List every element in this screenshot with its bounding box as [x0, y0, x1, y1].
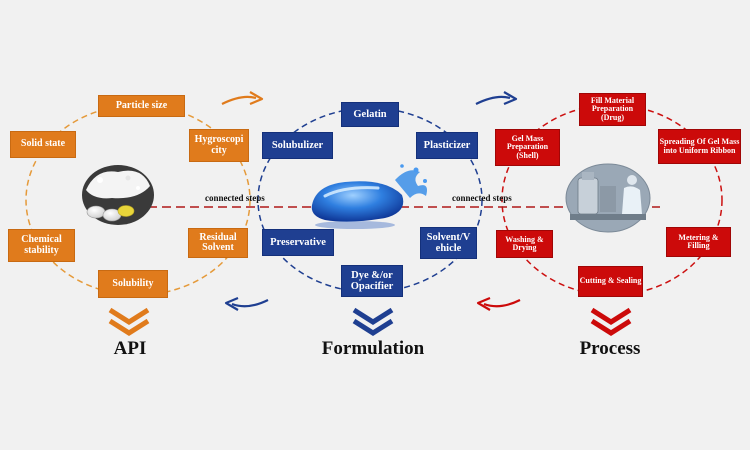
- connector-label-right: connected steps: [452, 193, 512, 203]
- process-metering-filling-label: Metering & Filling: [678, 232, 719, 250]
- process-chevron-down-icon: [590, 307, 632, 336]
- api-particle-size-label: Particle size: [115, 99, 168, 111]
- process-washing-drying-box: Washing & Drying: [496, 230, 553, 258]
- formulation-solvent-vehicle-box: Solvent/V ehicle: [420, 227, 477, 259]
- api-particle-size-box: Particle size: [98, 95, 185, 117]
- pharmaceutical-manufacturing-lab-image: [565, 163, 651, 233]
- api-solid-state-label: Solid state: [20, 138, 66, 150]
- api-residual-solvent-label: Residual Solvent: [199, 231, 237, 253]
- arrow-formulation-to-api-icon: [224, 296, 269, 311]
- process-gel-mass-label: Gel Mass Preparation (Shell): [506, 133, 549, 160]
- api-hygroscopicity-box: Hygroscopi city: [189, 129, 249, 162]
- formulation-title: Formulation: [321, 338, 425, 359]
- formulation-solubulizer-box: Solubulizer: [262, 132, 333, 159]
- formulation-gelatin-label: Gelatin: [353, 108, 387, 120]
- api-solubility-box: Solubility: [98, 270, 168, 298]
- formulation-dye-opacifier-box: Dye &/or Opacifier: [341, 265, 403, 297]
- process-washing-drying-label: Washing & Drying: [505, 234, 544, 252]
- formulation-dye-opacifier-label: Dye &/or Opacifier: [350, 269, 394, 292]
- white-powder-and-tablets-image: [82, 165, 154, 225]
- process-cutting-sealing-label: Cutting & Sealing: [579, 276, 642, 286]
- process-gel-mass-box: Gel Mass Preparation (Shell): [495, 129, 560, 166]
- connector-label-left: connected steps: [205, 193, 265, 203]
- process-fill-material-box: Fill Material Preparation (Drug): [579, 93, 646, 126]
- api-solubility-label: Solubility: [112, 277, 154, 289]
- arrow-api-to-formulation-icon: [221, 91, 264, 106]
- process-fill-material-label: Fill Material Preparation (Drug): [590, 95, 635, 122]
- formulation-chevron-down-icon: [352, 307, 394, 336]
- formulation-plasticizer-label: Plasticizer: [423, 139, 471, 151]
- formulation-plasticizer-box: Plasticizer: [416, 132, 478, 159]
- arrow-process-to-formulation-icon: [476, 296, 521, 311]
- formulation-preservative-box: Preservative: [262, 229, 334, 256]
- api-residual-solvent-box: Residual Solvent: [188, 228, 248, 258]
- api-title: API: [113, 338, 147, 359]
- process-spreading-label: Spreading Of Gel Mass into Uniform Ribbo…: [659, 137, 740, 155]
- process-cutting-sealing-box: Cutting & Sealing: [578, 266, 643, 297]
- api-chemical-stability-label: Chemical stability: [21, 234, 62, 256]
- api-chevron-down-icon: [108, 307, 150, 336]
- process-metering-filling-box: Metering & Filling: [666, 227, 731, 257]
- api-hygroscopicity-label: Hygroscopi city: [194, 134, 244, 156]
- formulation-solubulizer-label: Solubulizer: [271, 139, 324, 151]
- blue-softgel-capsule-image: [311, 164, 427, 229]
- process-spreading-box: Spreading Of Gel Mass into Uniform Ribbo…: [658, 129, 741, 164]
- arrow-formulation-to-process-icon: [475, 91, 518, 106]
- api-solid-state-box: Solid state: [10, 131, 76, 158]
- formulation-preservative-label: Preservative: [270, 236, 326, 248]
- formulation-solvent-vehicle-label: Solvent/V ehicle: [426, 231, 471, 254]
- api-chemical-stability-box: Chemical stability: [8, 229, 75, 262]
- formulation-gelatin-box: Gelatin: [341, 102, 399, 127]
- process-title: Process: [579, 338, 641, 359]
